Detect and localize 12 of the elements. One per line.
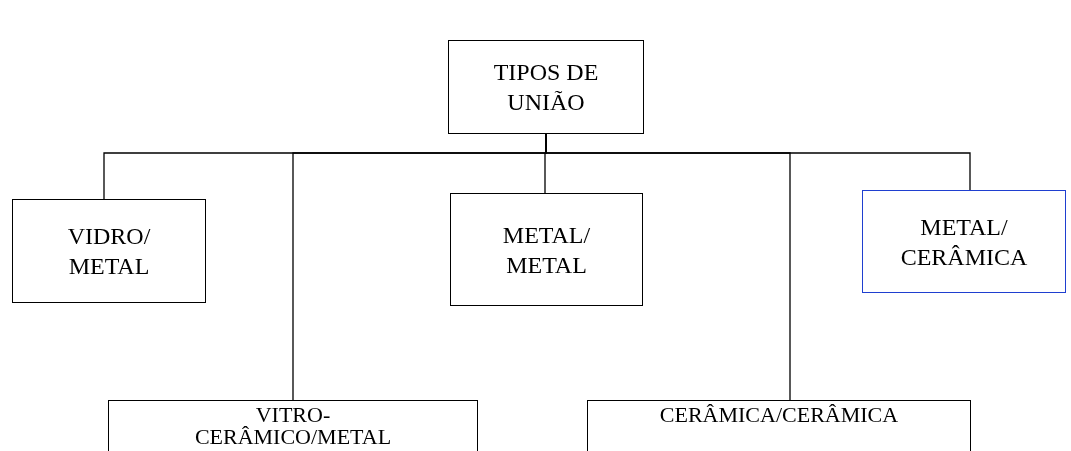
box-label: METAL/ METAL [501,220,592,280]
category-box [862,190,1066,293]
category-box [587,400,971,451]
category-box [108,400,478,451]
box-label: METAL/ CERÂMICA [899,212,1029,272]
category-box [448,40,644,134]
category-box [12,199,206,303]
box-label: CERÂMICA/CERÂMICA [659,404,899,426]
box-label: TIPOS DE UNIÃO [492,58,600,117]
category-box [450,193,643,306]
box-label: VIDRO/ METAL [66,222,152,281]
box-label: VITRO- CERÂMICO/METAL [193,404,393,448]
